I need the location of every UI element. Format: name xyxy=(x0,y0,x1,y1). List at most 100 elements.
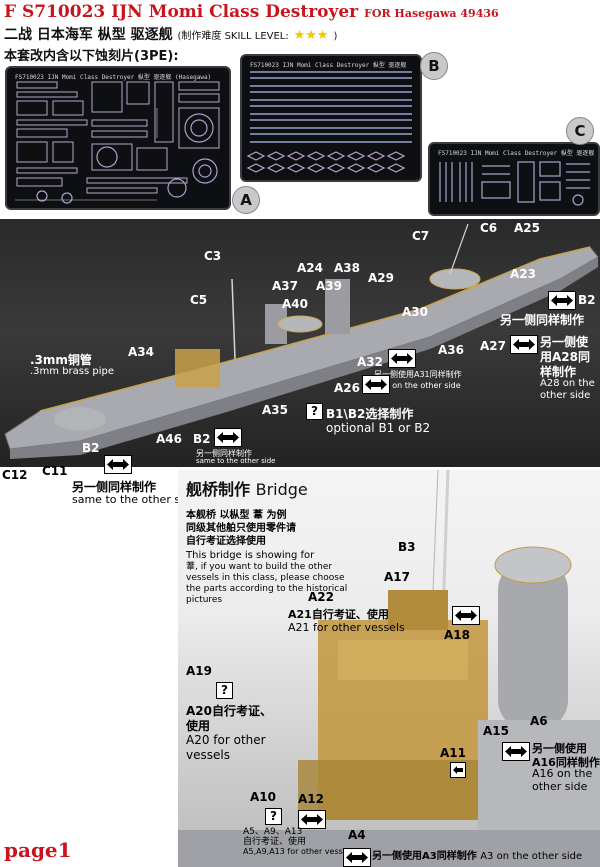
note-brass-en: .3mm brass pipe xyxy=(30,366,115,377)
label-c6: C6 xyxy=(480,221,498,235)
label-c7: C7 xyxy=(412,229,430,243)
note-a5-cn-1: A5、A9、A13 xyxy=(243,827,303,837)
a28-arrow-icon xyxy=(510,335,538,354)
label-a27: A27 xyxy=(480,339,506,353)
note-optional-cn: B1\B2选择制作 xyxy=(326,407,414,421)
b2-left-arrow-icon xyxy=(104,455,132,474)
skill-stars: ★★★ xyxy=(293,28,329,43)
label-c11: C11 xyxy=(42,464,68,478)
b2-center-arrow-icon xyxy=(214,428,242,447)
label-a22: A22 xyxy=(308,590,334,604)
label-a36: A36 xyxy=(438,343,464,357)
a20-question-icon: ? xyxy=(216,682,233,699)
hull-render xyxy=(4,223,599,459)
label-a10: A10 xyxy=(250,790,276,804)
fret-a-tag: A xyxy=(232,186,260,214)
label-a17: A17 xyxy=(384,570,410,584)
note-optional-en: optional B1 or B2 xyxy=(326,421,431,435)
a26-arrow-icon xyxy=(362,375,390,394)
note-a16-en-1: A16 on the xyxy=(532,767,593,780)
bridge-intro-en-4: the parts according to the historical xyxy=(186,584,348,594)
label-a39: A39 xyxy=(316,279,342,293)
product-name: IJN Momi Class Destroyer xyxy=(111,2,359,22)
note-a16-en-2: other side xyxy=(532,780,588,793)
bridge-intro-en-1: This bridge is showing for xyxy=(186,550,315,561)
fret-b-tag: B xyxy=(420,52,448,80)
a3-arrow-icon xyxy=(343,848,371,867)
label-c3: C3 xyxy=(204,249,222,263)
label-a15: A15 xyxy=(483,724,509,738)
note-same-other-cn-left: 另一侧同样制作 xyxy=(72,480,157,494)
skill-level-label: (制作难度 SKILL LEVEL: xyxy=(177,31,289,42)
pe-fret-b: FS710023 IJN Momi Class Destroyer 枞型 驱逐舰 xyxy=(240,54,422,182)
bridge-heading: 舰桥制作 Bridge xyxy=(186,476,308,500)
note-b2c-cn: 另一侧同样制作 xyxy=(196,449,252,458)
note-a28-cn-2: 用A28同 xyxy=(540,350,590,364)
label-a25: A25 xyxy=(514,221,540,235)
note-a20-en-1: A20 for other xyxy=(186,733,266,747)
bridge-intro-en-3: vessels in this class, please choose xyxy=(186,573,345,583)
a16-arrow-icon xyxy=(502,742,530,761)
bridge-photo: B3 A17 A22 A21自行考证、使用 A21 for other vess… xyxy=(178,470,600,867)
bridge-intro-en-5: pictures xyxy=(186,595,223,605)
note-a3-en: A3 on the other side xyxy=(480,851,583,862)
label-a26: A26 xyxy=(334,381,360,395)
label-c5: C5 xyxy=(190,293,208,307)
note-a20-cn-2: 使用 xyxy=(186,719,211,733)
fret-a-parts xyxy=(15,81,220,204)
label-a23: A23 xyxy=(510,267,536,281)
label-a6: A6 xyxy=(530,714,548,728)
subtitle: 二战 日本海军 枞型 驱逐舰 (制作难度 SKILL LEVEL: ★★★ ) xyxy=(4,24,337,44)
label-a11: A11 xyxy=(440,746,466,760)
a31-arrow-icon xyxy=(388,349,416,368)
label-a32: A32 xyxy=(357,355,383,369)
page-title: F S710023 IJN Momi Class Destroyer FOR H… xyxy=(4,2,499,22)
note-a28-cn-1: 另一侧使 xyxy=(540,335,589,349)
hull-photo: C3 C5 C7 C6 A25 A24 A38 A29 A37 A39 A40 … xyxy=(0,219,600,467)
note-a31-cn: 另一侧使用A31同样制作 xyxy=(374,370,462,379)
label-a24: A24 xyxy=(297,261,323,275)
label-b2-left: B2 xyxy=(82,441,100,455)
note-a3: 另一侧使用A3同样制作 A3 on the other side xyxy=(372,851,582,863)
a10-question-icon: ? xyxy=(265,808,282,825)
label-a29: A29 xyxy=(368,271,394,285)
bridge-intro-cn-2: 同级其他舶只使用零件请 xyxy=(186,523,296,534)
pe-fret-a: FS710023 IJN Momi Class Destroyer 枞型 驱逐舰… xyxy=(5,66,231,210)
label-a12: A12 xyxy=(298,792,324,806)
note-a21-cn: A21自行考证、使用 xyxy=(288,608,389,621)
label-a38: A38 xyxy=(334,261,360,275)
note-a28-cn-3: 样制作 xyxy=(540,365,577,379)
kit-reference: FOR Hasegawa 49436 xyxy=(364,7,499,20)
note-a16-cn-1: 另一侧使用 xyxy=(532,742,587,755)
b2-right-arrow-icon xyxy=(548,291,576,310)
label-a30: A30 xyxy=(402,305,428,319)
label-a40: A40 xyxy=(282,297,308,311)
pe-fret-c: FS710023 IJN Momi Class Destroyer 枞型 驱逐舰 xyxy=(428,142,600,216)
note-a21-en: A21 for other vessels xyxy=(288,621,405,634)
page-number: page1 xyxy=(4,838,72,862)
label-a34: A34 xyxy=(128,345,154,359)
label-a46: A46 xyxy=(156,432,182,446)
note-a28-en-1: A28 on the xyxy=(540,378,595,389)
note-b2c-en: same to the other side xyxy=(196,457,276,465)
fret-c-parts xyxy=(439,161,590,206)
optional-question-icon: ? xyxy=(306,403,323,420)
bridge-render xyxy=(178,470,600,867)
fret-b-parts xyxy=(246,71,412,173)
label-a35: A35 xyxy=(262,403,288,417)
bridge-intro-en-2: 葦, if you want to build the other xyxy=(186,562,333,572)
label-a18: A18 xyxy=(444,628,470,642)
label-c12: C12 xyxy=(2,468,28,482)
fret-a-label: FS710023 IJN Momi Class Destroyer 枞型 驱逐舰… xyxy=(15,74,212,81)
label-a4: A4 xyxy=(348,828,366,842)
note-a5-en: A5,A9,A13 for other vessels xyxy=(243,847,355,856)
note-a20-en-2: vessels xyxy=(186,748,230,762)
note-a28-en-2: other side xyxy=(540,390,591,401)
note-a20-cn-1: A20自行考证、 xyxy=(186,704,272,718)
label-b2-center: B2 xyxy=(193,432,211,446)
a12-arrow-icon xyxy=(298,810,326,829)
note-brass-cn: .3mm铜管 xyxy=(30,353,92,367)
label-a37: A37 xyxy=(272,279,298,293)
label-b3: B3 xyxy=(398,540,416,554)
fret-c-label: FS710023 IJN Momi Class Destroyer 枞型 驱逐舰 xyxy=(438,150,595,157)
